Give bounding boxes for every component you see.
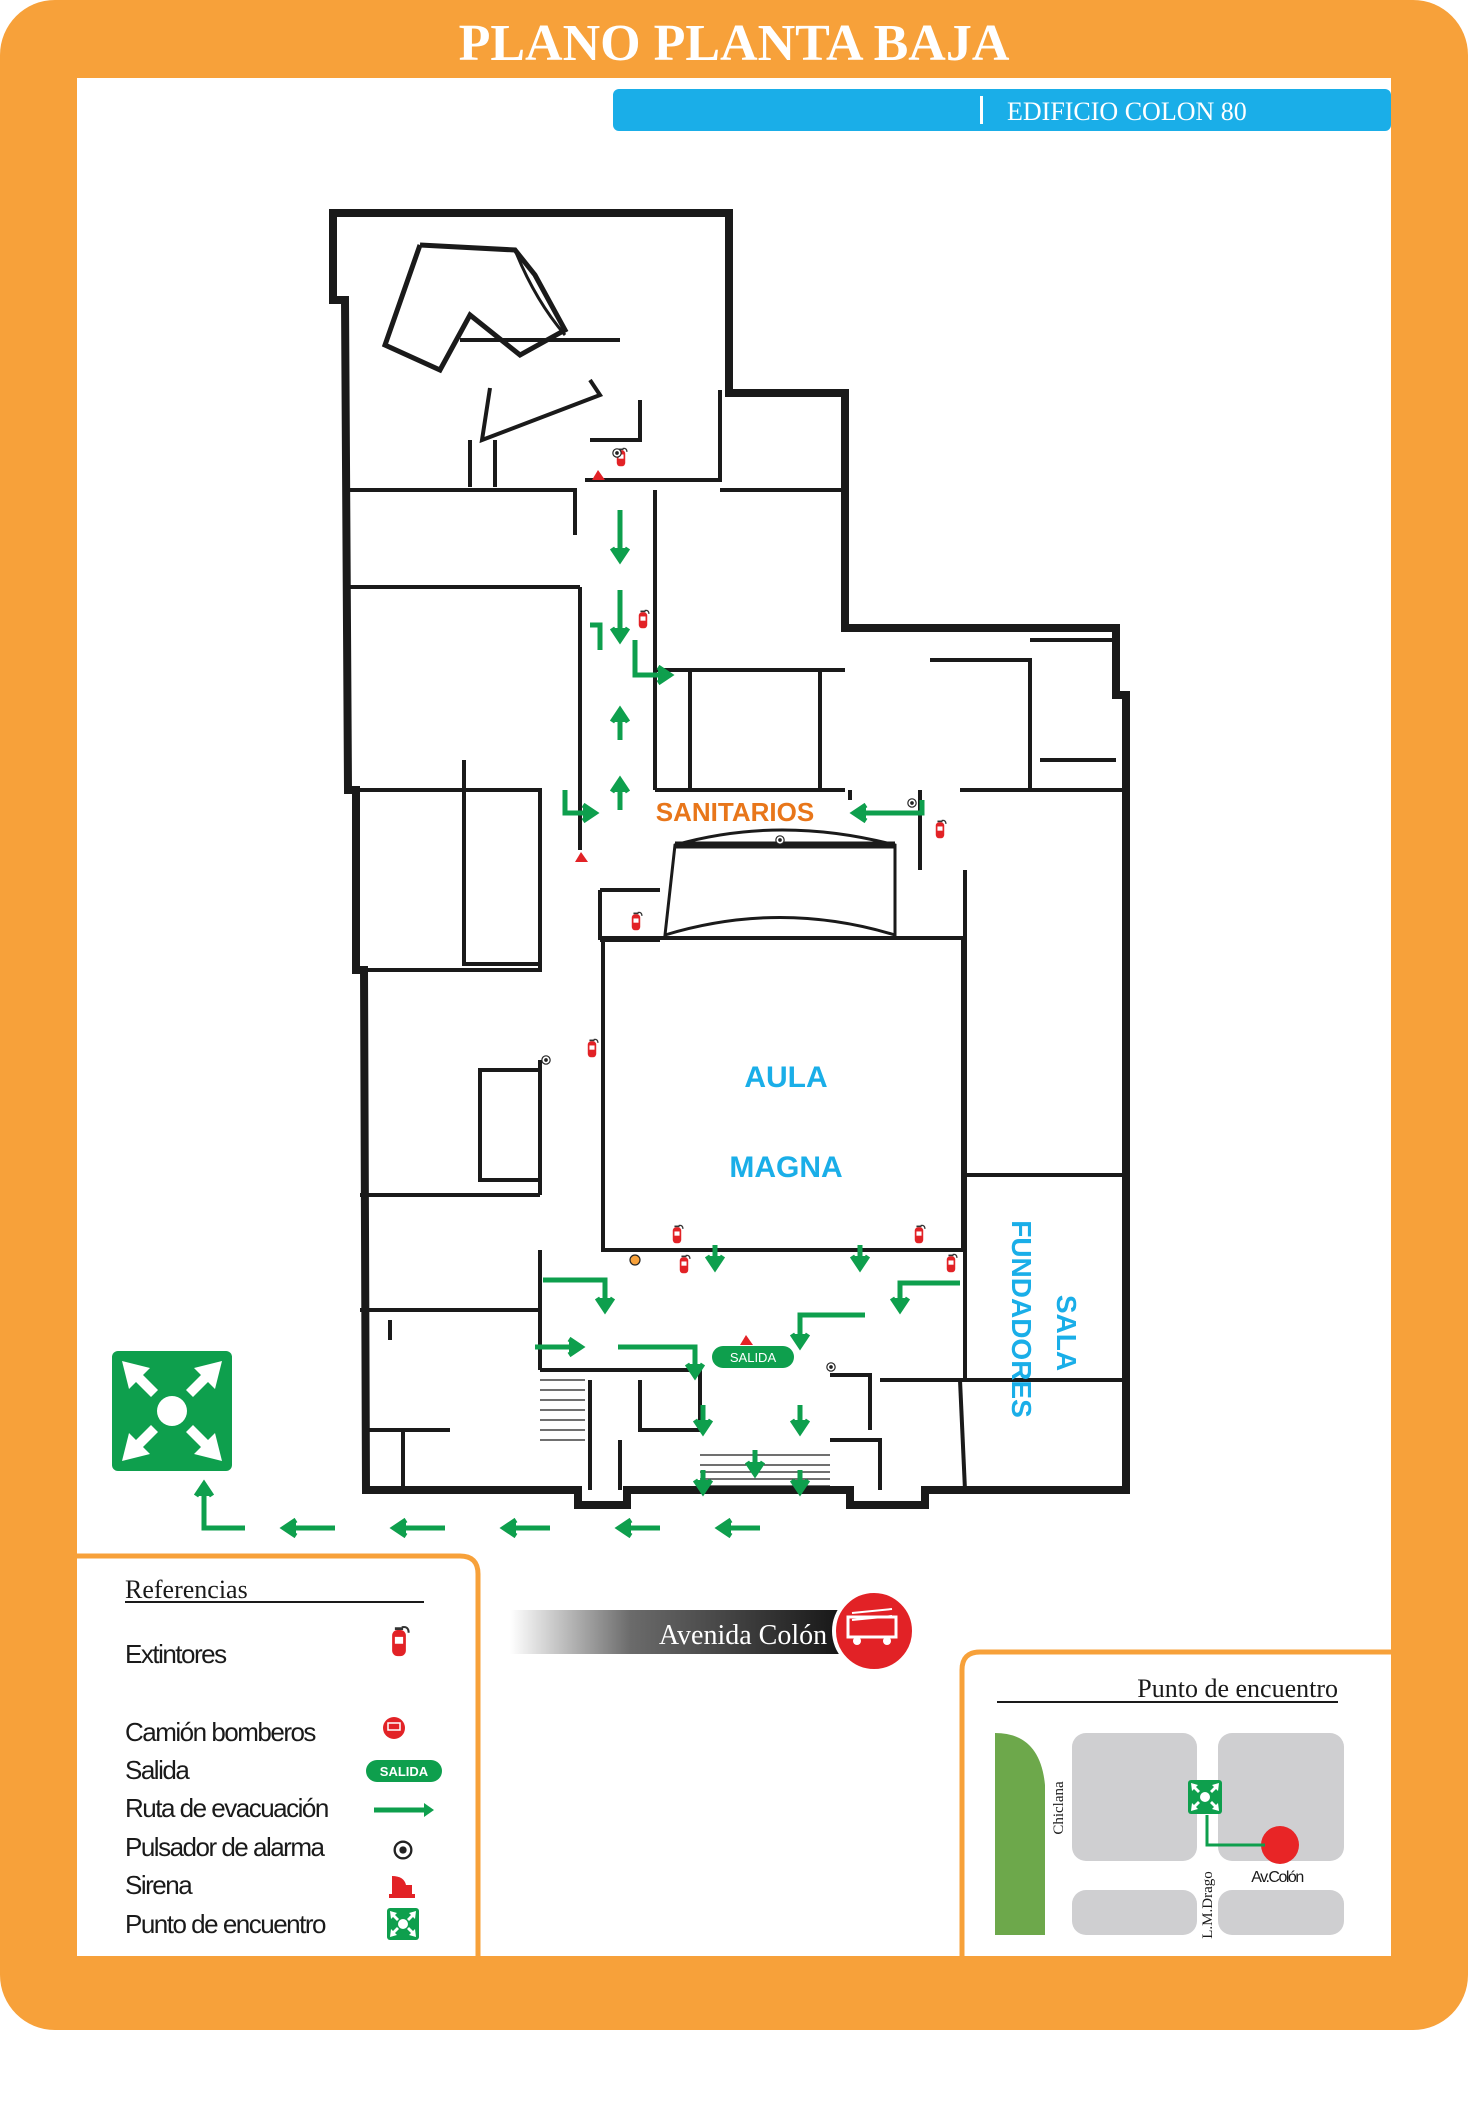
fire-truck-icon <box>383 1717 405 1739</box>
meeting-point-icon <box>112 1351 232 1471</box>
plan-exit-sign-label: SALIDA <box>730 1350 777 1365</box>
plan-exit-sign <box>712 1346 794 1368</box>
city-block <box>1218 1890 1344 1935</box>
band-divider <box>980 96 983 124</box>
floor-plan <box>329 209 1130 1509</box>
alarm-button-icon <box>775 835 785 845</box>
street-label-drago: L.M.Drago <box>1200 1871 1216 1939</box>
siren-icon <box>575 852 588 862</box>
route-to-meeting-point <box>1205 1815 1265 1847</box>
alarm-button-icon <box>612 448 622 458</box>
room-label-sanitarios: SANITARIOS <box>656 797 814 827</box>
alarm-button-icon <box>541 1055 551 1065</box>
references-panel-border <box>77 1553 481 1956</box>
ref-label-camion: Camión bomberos <box>125 1717 316 1747</box>
building-band <box>613 89 1391 131</box>
room-label-aula: AULA <box>744 1061 827 1094</box>
street-bar <box>510 1610 855 1654</box>
aula-magna-walls <box>601 936 965 1252</box>
ref-label-sirena: Sirena <box>125 1870 193 1900</box>
fire-truck-icon <box>832 1589 916 1673</box>
page-title: PLANO PLANTA BAJA <box>459 15 1010 72</box>
stage-curve <box>663 828 897 938</box>
ref-label-ruta: Ruta de evacuación <box>125 1793 328 1823</box>
fire-truck-icon <box>629 1254 641 1266</box>
meeting-map <box>995 1733 1344 1935</box>
evacuation-route <box>193 510 960 1539</box>
exit-sign-label: SALIDA <box>380 1764 429 1779</box>
street-label-chiclana: Chiclana <box>1051 1781 1067 1835</box>
references-title: Referencias <box>125 1575 248 1604</box>
evacuation-arrow-icon <box>374 1803 434 1817</box>
alarm-button-icon <box>393 1840 413 1860</box>
ref-label-punto: Punto de encuentro <box>125 1909 326 1939</box>
plan-markers <box>541 447 958 1372</box>
ref-label-extintores: Extintores <box>125 1639 227 1669</box>
siren-icon <box>740 1335 753 1345</box>
city-block <box>1072 1890 1197 1935</box>
siren-icon <box>592 470 605 480</box>
meeting-map-title: Punto de encuentro <box>1137 1674 1338 1703</box>
city-block <box>1218 1733 1344 1861</box>
room-label-magna: MAGNA <box>729 1151 842 1184</box>
city-block <box>1072 1733 1197 1861</box>
ref-label-pulsador: Pulsador de alarma <box>125 1832 325 1862</box>
meeting-map-panel-border <box>959 1649 1391 1956</box>
siren-icon <box>389 1876 415 1898</box>
park-area <box>995 1733 1045 1935</box>
room-label-sala: SALA <box>1051 1295 1082 1371</box>
building-name: EDIFICIO COLON 80 <box>1007 97 1247 126</box>
ref-label-salida: Salida <box>125 1755 190 1785</box>
street-label-colon: Av.Colón <box>1251 1869 1303 1886</box>
building-location-dot <box>1261 1826 1299 1864</box>
meeting-point-icon <box>387 1908 419 1940</box>
alarm-button-icon <box>826 1362 836 1372</box>
exit-sign-icon <box>366 1760 442 1782</box>
alarm-button-icon <box>907 798 917 808</box>
street-name: Avenida Colón <box>659 1620 827 1651</box>
room-label-fundadores: FUNDADORES <box>1006 1220 1037 1418</box>
